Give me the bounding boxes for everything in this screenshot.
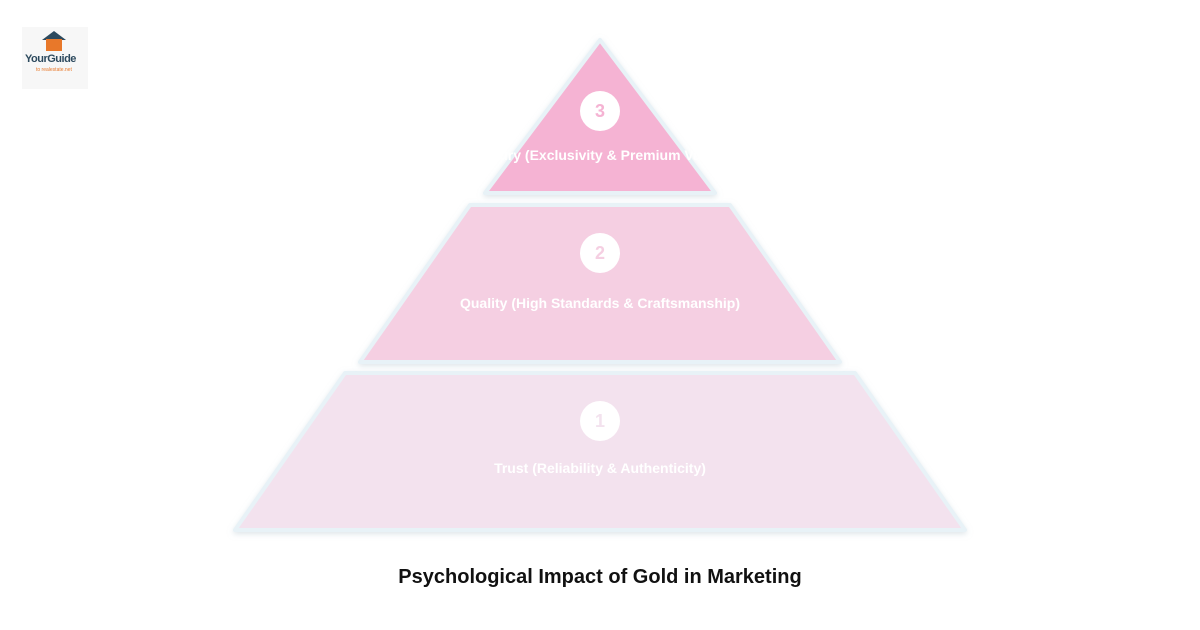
level-2-number: 2 (580, 233, 620, 273)
logo: YourGuide to realestate.net (22, 27, 88, 89)
level-3-number: 3 (580, 91, 620, 131)
level-3-label: Luxury (Exclusivity & Premium Value) (474, 147, 726, 163)
level-1-number: 1 (580, 401, 620, 441)
logo-text: YourGuide (25, 53, 76, 65)
house-icon (46, 39, 62, 51)
house-roof-icon (42, 31, 66, 40)
diagram-title: Psychological Impact of Gold in Marketin… (398, 566, 802, 588)
pyramid-level-2 (358, 203, 842, 364)
level-2-label: Quality (High Standards & Craftsmanship) (459, 295, 741, 311)
logo-subtext: to realestate.net (36, 67, 72, 73)
level-1-label: Trust (Reliability & Authenticity) (494, 460, 706, 476)
pyramid-level-1 (233, 371, 967, 532)
